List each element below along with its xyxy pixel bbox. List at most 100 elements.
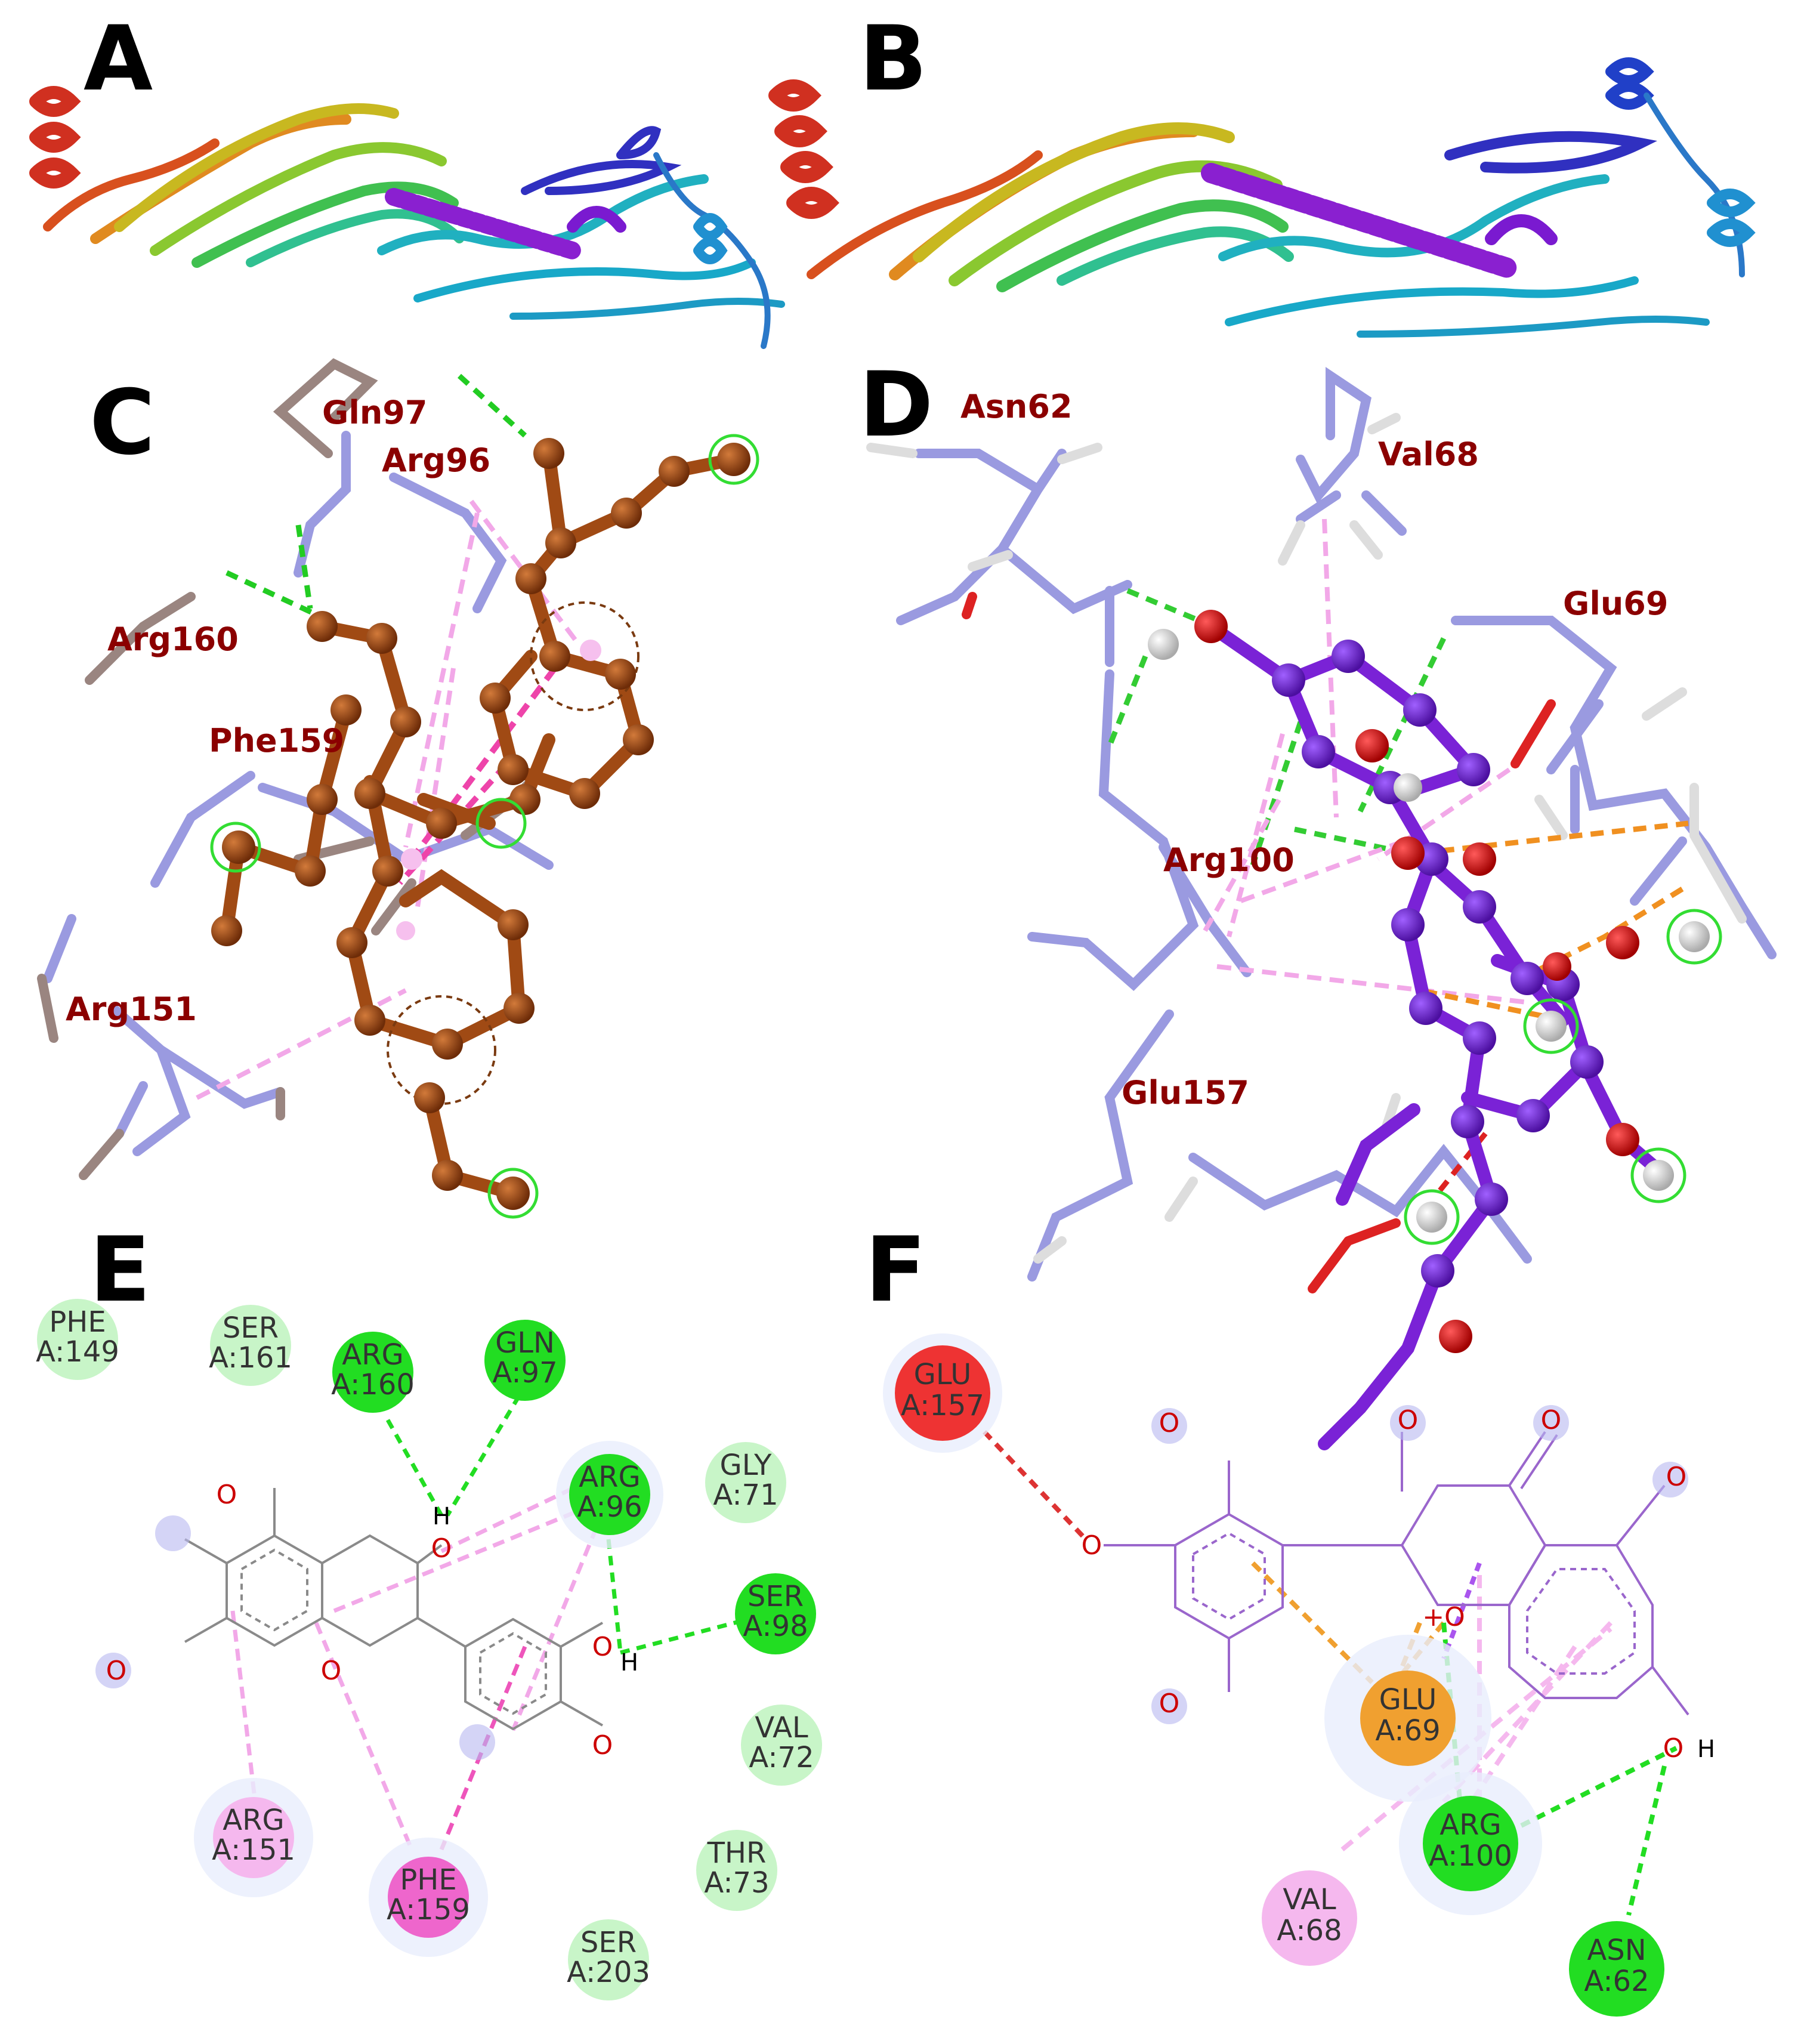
residue-node-e-2: ARG A:160 <box>331 1332 415 1413</box>
hydrogen-atoms-d <box>1148 629 1710 1233</box>
atom-o-e-6: O <box>592 1730 613 1761</box>
hbonds-e <box>385 1395 758 1655</box>
panel-label-c: C <box>89 371 155 475</box>
svg-text:SER: SER <box>747 1580 804 1613</box>
atom-o-e-2: O <box>431 1533 452 1564</box>
residue-node-e-5: GLY A:71 <box>705 1442 786 1523</box>
svg-text:VAL: VAL <box>1283 1883 1336 1916</box>
svg-text:GLU: GLU <box>1379 1683 1437 1716</box>
atom-o-f-4: O <box>1666 1462 1687 1492</box>
oxygen-atoms-d <box>1194 610 1639 1353</box>
pi-pi-contacts-e <box>439 1645 527 1851</box>
residue-label-c-3: Phe159 <box>209 722 344 759</box>
svg-text:A:160: A:160 <box>331 1368 415 1401</box>
residue-label-d-2: Glu69 <box>1563 585 1668 622</box>
panel-a: A <box>29 7 785 349</box>
ligand-markers-d <box>1404 909 1722 1245</box>
pi-pi-contacts-f <box>1441 1562 1482 1660</box>
svg-text:A:96: A:96 <box>577 1490 642 1524</box>
ligand-d <box>1148 610 1722 1450</box>
panel-label-f: F <box>865 1218 926 1322</box>
protein-ribbon-a <box>29 86 785 349</box>
atom-h-e-2: H <box>620 1649 638 1676</box>
protein-sticks-c <box>37 358 554 1180</box>
residue-label-d-4: Glu157 <box>1122 1074 1249 1111</box>
protein-sticks-d <box>866 367 1777 1293</box>
panel-d: D <box>859 353 1777 1450</box>
svg-text:A:72: A:72 <box>749 1741 814 1774</box>
panel-f: F <box>865 1218 1715 2017</box>
residue-label-c-0: Gln97 <box>322 394 427 431</box>
svg-text:A:149: A:149 <box>36 1335 119 1369</box>
svg-text:A:157: A:157 <box>901 1389 984 1422</box>
residue-node-f-2: ARG A:100 <box>1399 1772 1542 1915</box>
panel-label-d: D <box>859 353 934 457</box>
svg-text:ARG: ARG <box>342 1338 403 1372</box>
svg-text:A:161: A:161 <box>209 1341 292 1375</box>
atom-o-f-1: O <box>1159 1408 1180 1438</box>
unfav-contacts-d <box>1435 1132 1488 1195</box>
svg-text:ARG: ARG <box>1440 1808 1501 1842</box>
ligand-2d-f <box>1104 1431 1689 1716</box>
hbonds-f <box>1441 1622 1678 1916</box>
residue-nodes-e: PHE A:149 SER A:161 ARG A:160 GLN A:97 A… <box>36 1299 822 2000</box>
ligand-2d-e <box>184 1488 603 1731</box>
panel-label-a: A <box>84 7 153 111</box>
svg-text:PHE: PHE <box>49 1305 106 1339</box>
residue-label-c-2: Arg160 <box>107 620 239 658</box>
protein-ribbon-b <box>768 57 1756 338</box>
atom-o-f-2: O <box>1398 1405 1419 1435</box>
hbonds-c <box>225 373 527 617</box>
svg-text:A:159: A:159 <box>387 1893 470 1926</box>
residue-node-e-7: VAL A:72 <box>741 1705 822 1786</box>
svg-text:A:98: A:98 <box>743 1610 808 1643</box>
svg-text:GLY: GLY <box>720 1449 773 1482</box>
atom-h-e-1: H <box>433 1503 450 1530</box>
svg-text:A:73: A:73 <box>704 1866 769 1900</box>
residue-node-e-0: PHE A:149 <box>36 1299 119 1380</box>
panel-label-e: E <box>89 1218 150 1322</box>
ligand-c <box>210 434 759 1219</box>
panel-e: E O <box>36 1218 822 2000</box>
svg-text:SER: SER <box>223 1311 279 1345</box>
residue-node-e-1: SER A:161 <box>209 1305 292 1386</box>
panel-label-b: B <box>859 7 927 111</box>
svg-text:A:71: A:71 <box>713 1478 778 1512</box>
svg-text:A:151: A:151 <box>212 1833 295 1867</box>
atom-plus-o-f: +O <box>1422 1602 1465 1632</box>
svg-text:GLU: GLU <box>914 1358 972 1391</box>
svg-text:ASN: ASN <box>1587 1934 1646 1967</box>
svg-text:A:203: A:203 <box>567 1956 650 1989</box>
residue-node-e-11: PHE A:159 <box>369 1838 488 1957</box>
residue-node-e-9: SER A:203 <box>567 1919 650 2000</box>
svg-text:ARG: ARG <box>579 1461 640 1494</box>
svg-text:A:69: A:69 <box>1375 1714 1440 1747</box>
residue-node-e-6: SER A:98 <box>735 1573 816 1654</box>
residue-label-d-0: Asn62 <box>960 388 1073 425</box>
residue-nodes-f: GLU A:157 GLU A:69 ARG A:100 VAL A:68 AS… <box>883 1333 1664 2017</box>
atom-o-f-5: O <box>1082 1530 1102 1561</box>
svg-text:A:100: A:100 <box>1429 1839 1512 1873</box>
svg-text:A:68: A:68 <box>1277 1914 1342 1947</box>
svg-text:ARG: ARG <box>223 1804 284 1837</box>
panel-b: B <box>768 7 1756 338</box>
svg-text:A:62: A:62 <box>1584 1965 1649 1998</box>
unfav-contacts-f <box>983 1430 1088 1541</box>
atom-o-f-7: O <box>1663 1733 1684 1764</box>
svg-text:PHE: PHE <box>400 1863 456 1897</box>
atom-o-f-3: O <box>1541 1405 1562 1435</box>
atom-o-e-3: O <box>321 1656 342 1686</box>
residue-label-d-3: Arg100 <box>1163 841 1295 879</box>
atom-o-f-6: O <box>1159 1688 1180 1719</box>
svg-text:VAL: VAL <box>755 1711 808 1744</box>
atom-o-e-1: O <box>217 1480 237 1510</box>
anion-contacts-d <box>1419 820 1689 1023</box>
residue-node-f-1: GLU A:69 <box>1324 1635 1491 1802</box>
svg-text:SER: SER <box>580 1926 637 1959</box>
residue-node-e-4: ARG A:96 <box>556 1441 663 1548</box>
residue-node-e-10: ARG A:151 <box>194 1778 313 1897</box>
residue-node-e-3: GLN A:97 <box>484 1320 566 1401</box>
svg-text:THR: THR <box>707 1836 767 1870</box>
residue-node-e-8: THR A:73 <box>696 1830 777 1911</box>
